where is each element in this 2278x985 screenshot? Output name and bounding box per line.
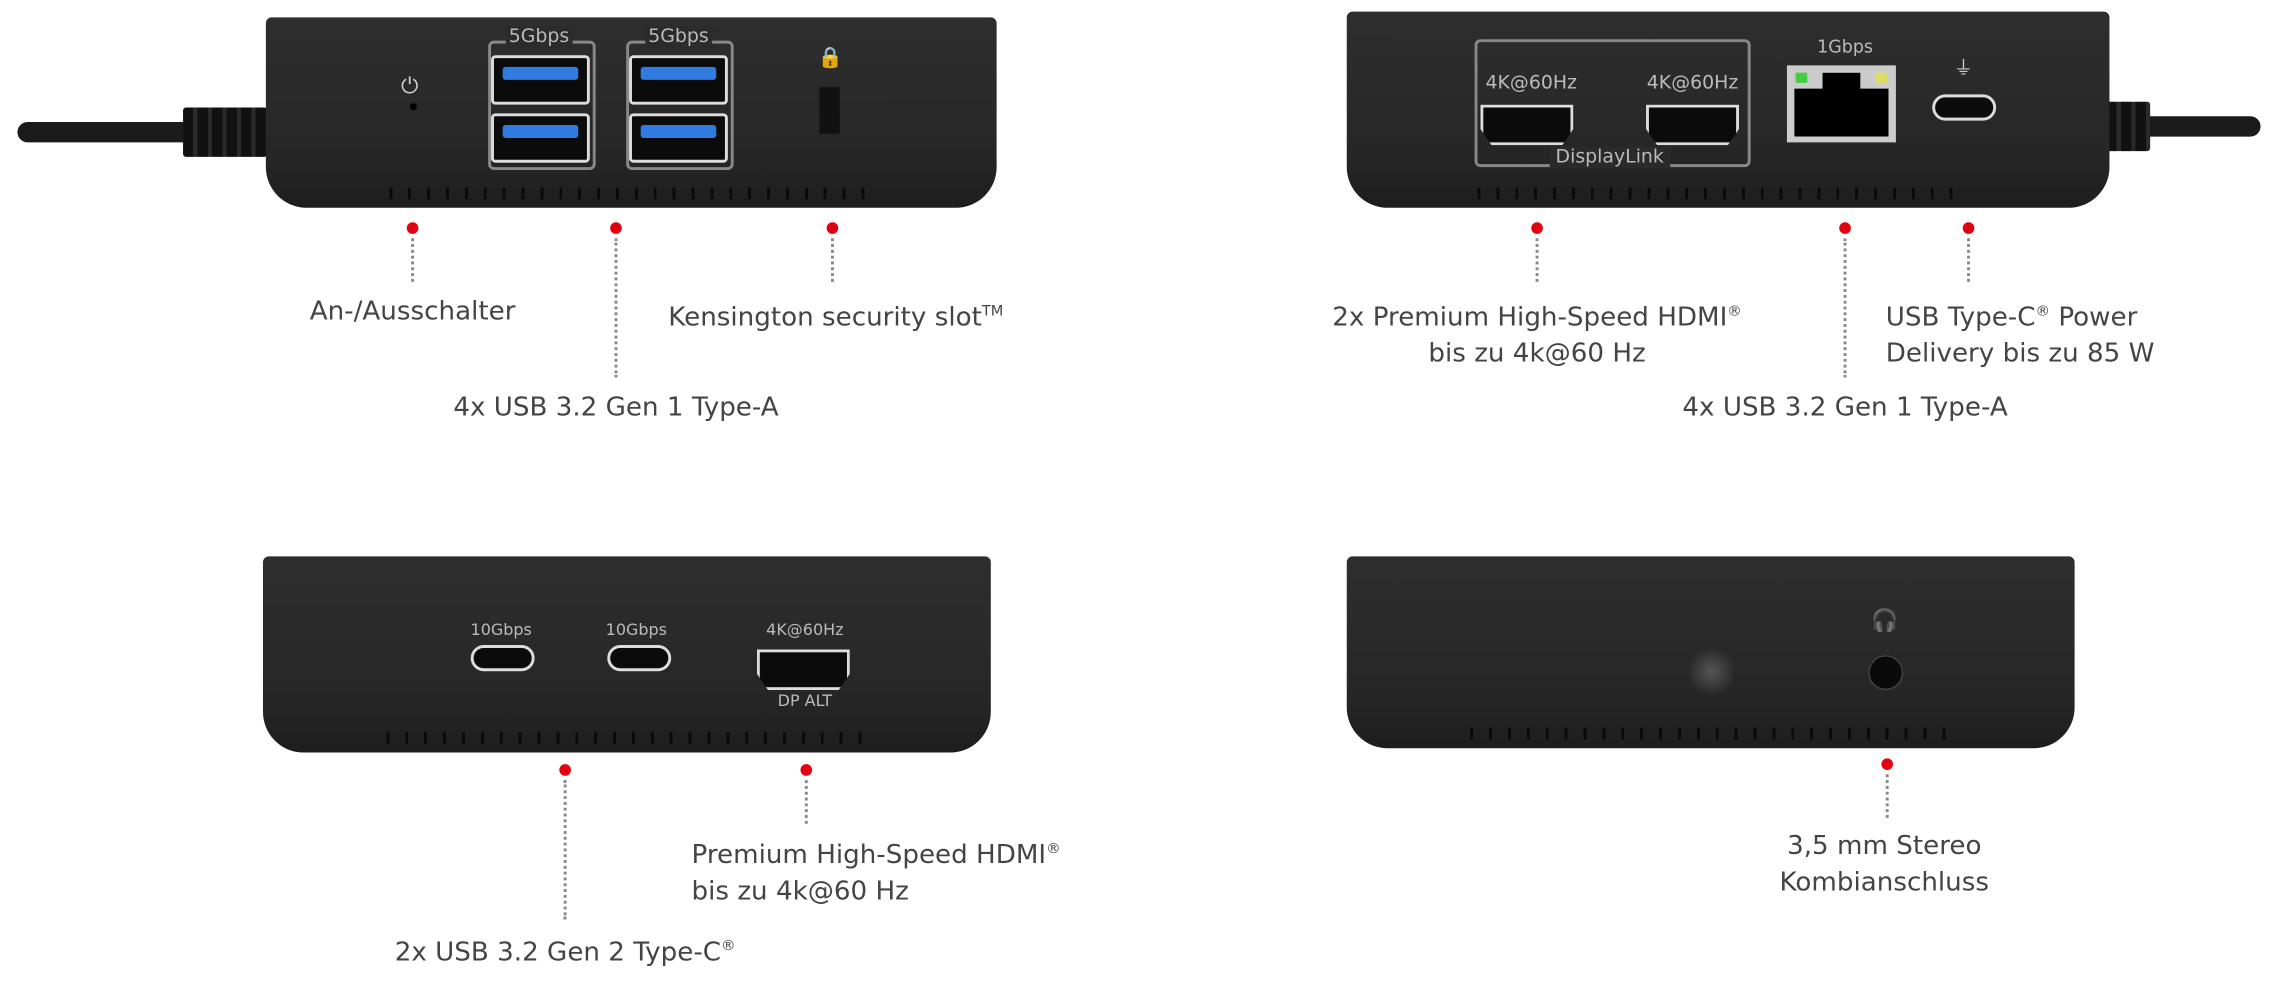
hdmi-port — [1646, 104, 1740, 146]
usb-speed-label: 5Gbps — [645, 26, 712, 48]
callout-dot — [800, 764, 813, 776]
label-hdmi: Premium High-Speed HDMI® bis zu 4k@60 Hz — [692, 831, 1061, 909]
callout-line — [831, 238, 834, 282]
cable-strain-relief — [183, 107, 268, 157]
callout-line — [1885, 774, 1889, 818]
callout-dot — [1962, 222, 1975, 234]
label-pd-line1-end: Power — [2050, 302, 2138, 333]
power-plug-icon: ⏚ — [1954, 58, 1973, 80]
hdmi-label: 4K@60Hz — [1646, 72, 1739, 95]
usb-c-pd-port — [1932, 94, 1997, 121]
callout-dot — [559, 764, 571, 776]
label-kensington-text: Kensington security slot — [668, 302, 982, 333]
round-button — [1688, 647, 1735, 695]
label-kensington: Kensington security slotTM — [668, 293, 1003, 335]
label-usb-a: 4x USB 3.2 Gen 1 Type-A — [453, 392, 779, 423]
usb-c-speed-label: 10Gbps — [470, 620, 532, 640]
label-usb-a: 4x USB 3.2 Gen 1 Type-A — [1682, 392, 2008, 423]
hdmi-label: 4K@60Hz — [1485, 72, 1577, 95]
dock-device — [265, 17, 997, 208]
registered-mark: ® — [2035, 303, 2051, 320]
callout-line — [411, 238, 415, 282]
callout-line — [1967, 238, 1970, 282]
callout-line — [563, 780, 567, 920]
usb-a-port — [629, 113, 728, 163]
usb-a-port — [491, 113, 590, 163]
vent — [1477, 187, 1957, 200]
cable — [2135, 116, 2261, 137]
label-audio-line2: Kombianschluss — [1779, 867, 1990, 898]
callout-dot — [610, 222, 622, 234]
label-hdmi-line2: bis zu 4k@60 Hz — [1428, 338, 1646, 370]
audio-jack — [1868, 655, 1904, 691]
callout-dot — [406, 222, 419, 234]
trademark-mark: TM — [981, 303, 1004, 320]
label-audio-line1: 3,5 mm Stereo — [1787, 831, 1982, 862]
usb-c-port — [470, 645, 535, 672]
power-icon: ⏻ — [400, 72, 419, 99]
hdmi-port — [1480, 104, 1574, 146]
usb-a-port — [491, 55, 590, 105]
label-usb-c: 2x USB 3.2 Gen 2 Type-C® — [395, 928, 736, 970]
activity-led — [1875, 72, 1888, 83]
link-led — [1795, 72, 1808, 83]
cable-strain-relief — [2106, 101, 2151, 152]
label-pd-line2: Delivery bis zu 85 W — [1885, 338, 2155, 370]
headphone-icon: 🎧 — [1871, 607, 1899, 634]
callout-line — [1535, 238, 1539, 282]
callout-dot — [1839, 222, 1851, 234]
label-usb-c-text: 2x USB 3.2 Gen 2 Type-C — [394, 937, 722, 968]
dp-alt-label: DP ALT — [777, 691, 833, 711]
usb-speed-label: 5Gbps — [505, 26, 573, 48]
label-pd-line1: USB Type-C — [1885, 302, 2036, 333]
power-button — [409, 103, 417, 111]
label-hdmi: 2x Premium High-Speed HDMI® bis zu 4k@60 … — [1332, 293, 1742, 371]
registered-mark: ® — [1046, 841, 1061, 858]
registered-mark: ® — [721, 938, 736, 955]
callout-line — [614, 238, 618, 378]
usb-c-port — [607, 645, 672, 672]
hdmi-label: 4K@60Hz — [766, 620, 844, 640]
hdmi-port — [756, 649, 850, 691]
callout-line — [804, 780, 808, 824]
callout-dot — [1531, 222, 1543, 234]
displaylink-label: DisplayLink — [1549, 146, 1670, 169]
vent — [1470, 727, 1950, 740]
ethernet-speed-label: 1Gbps — [1817, 36, 1873, 57]
registered-mark: ® — [1727, 303, 1742, 320]
label-hdmi-line1: 2x Premium High-Speed HDMI — [1332, 302, 1728, 333]
ethernet-port — [1786, 65, 1896, 143]
label-hdmi-line1: Premium High-Speed HDMI — [691, 839, 1047, 871]
callout-dot — [1881, 758, 1893, 770]
kensington-slot — [819, 87, 840, 134]
kensington-icon: 🔒 — [817, 46, 844, 70]
vent — [389, 187, 869, 200]
vent — [386, 732, 866, 744]
label-power-switch: An-/Ausschalter — [309, 296, 516, 327]
callout-line — [1843, 238, 1847, 378]
callout-dot — [826, 222, 839, 234]
cable — [17, 122, 236, 143]
usb-a-port — [629, 55, 728, 105]
label-hdmi-line2: bis zu 4k@60 Hz — [691, 876, 909, 907]
usb-c-speed-label: 10Gbps — [605, 620, 667, 640]
